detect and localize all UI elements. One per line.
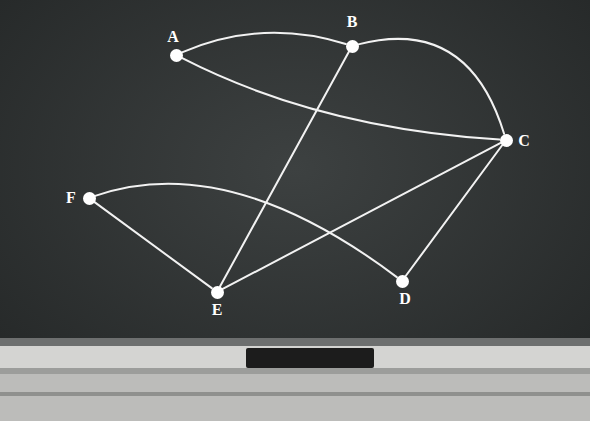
chalk-edge (94, 202, 212, 288)
tray-lip (0, 368, 590, 374)
graph-vertex: B (346, 40, 359, 53)
graph-vertex: E (211, 286, 224, 299)
tray-groove (0, 392, 590, 396)
chalk-edge (95, 184, 397, 277)
chalk-edge (358, 39, 504, 134)
eraser (246, 348, 374, 368)
vertex-label: D (399, 291, 411, 307)
tray-front (0, 374, 590, 421)
vertex-label: F (66, 190, 76, 206)
graph-vertex: D (396, 275, 409, 288)
vertex-label: B (347, 14, 358, 30)
tray-edge (0, 338, 590, 346)
vertex-label: A (167, 29, 179, 45)
chalk-edge (223, 143, 500, 289)
graph-vertex: A (170, 49, 183, 62)
vertex-label: E (212, 302, 223, 318)
vertex-label: C (518, 133, 530, 149)
graph-vertex: C (500, 134, 513, 147)
chalk-edge (182, 58, 500, 140)
chalk-edge (220, 52, 349, 287)
chalk-edge (182, 33, 346, 53)
chalk-edge (406, 145, 502, 276)
chalk-tray (0, 346, 590, 368)
graph-vertex: F (83, 192, 96, 205)
